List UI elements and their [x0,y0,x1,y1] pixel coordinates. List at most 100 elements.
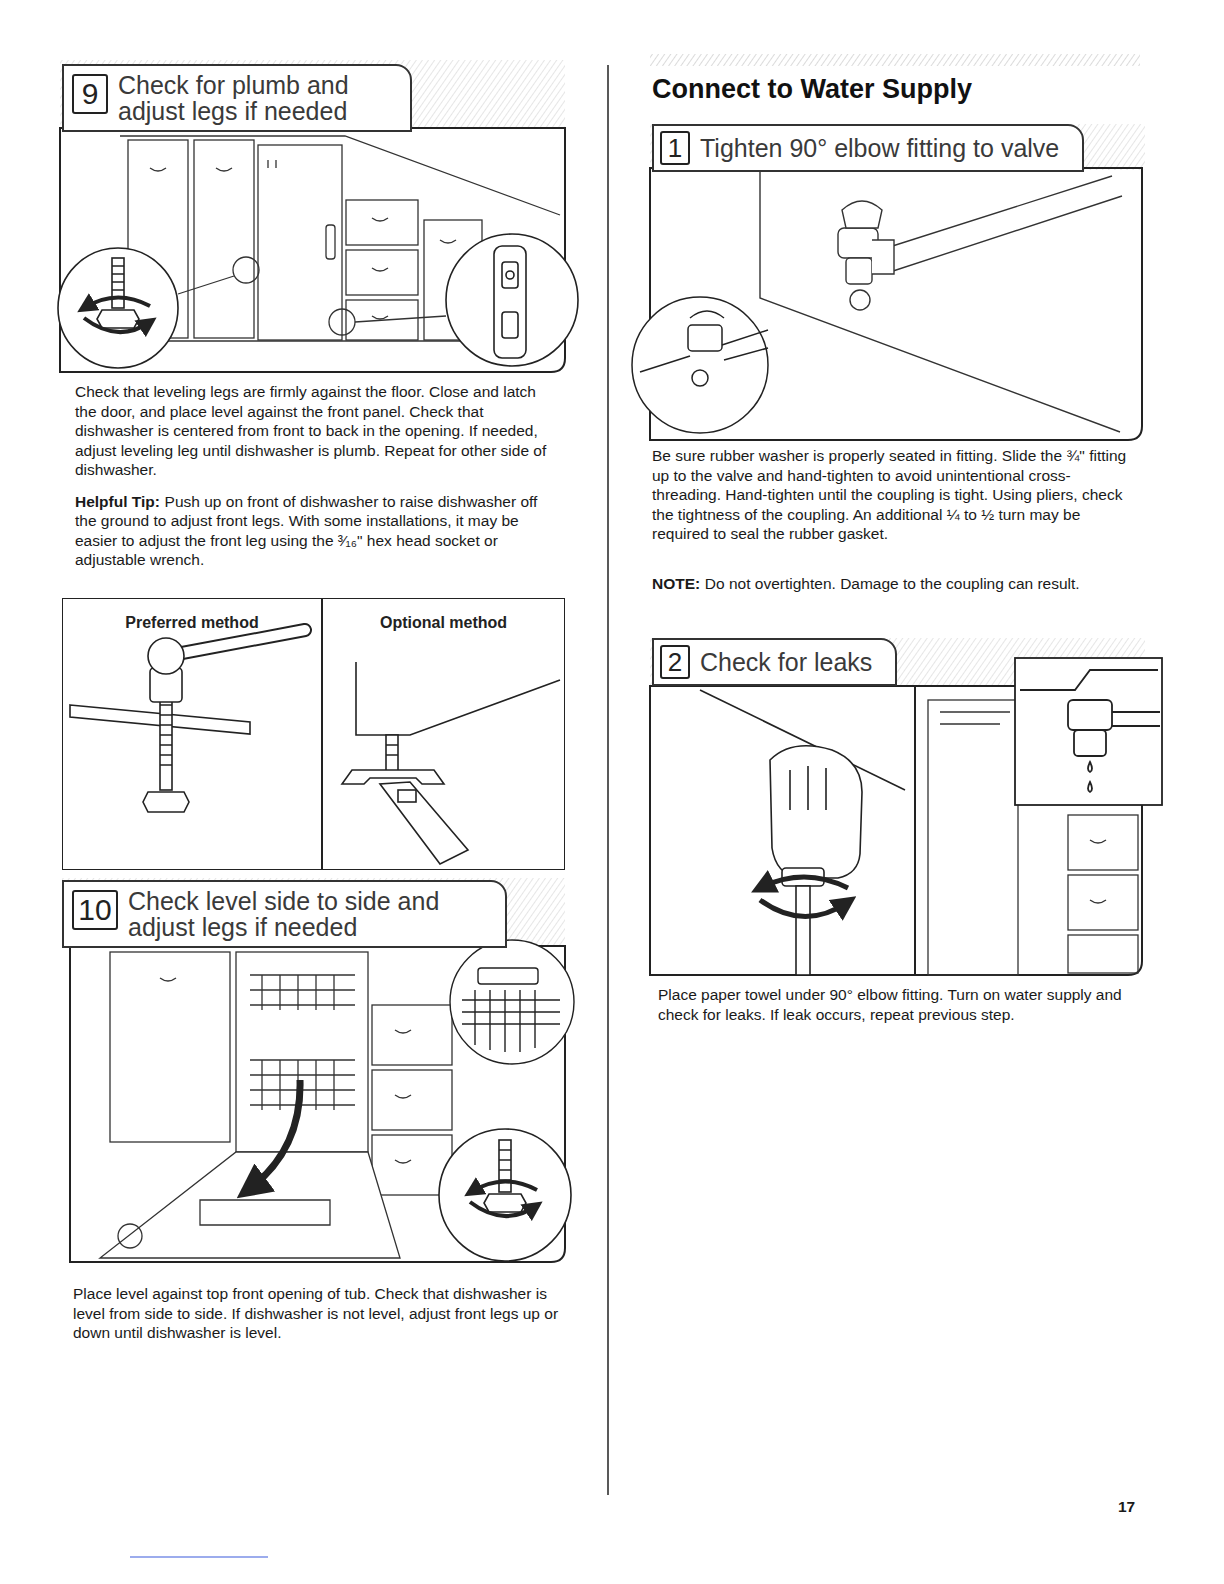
cabinet-illustration [178,276,446,322]
rack-zoom [450,940,574,1064]
ratchet-illustration [166,630,305,656]
dishwasher-side-illustration [1090,840,1106,903]
leveling-leg-zoom [484,1194,526,1212]
wrench-illustration [386,735,398,771]
cabinet-illustration [346,250,418,295]
cabinet-illustration [329,309,355,335]
level-zoom [446,234,578,366]
fitting-zoom [632,297,768,433]
step-title: Check level side to side and adjust legs… [128,888,483,940]
level-zoom [502,262,518,288]
open-dishwasher-illustration [110,952,230,1142]
step-number: 9 [74,76,106,112]
level-zoom [446,234,578,366]
method-panel: Optional method [322,598,565,870]
open-dishwasher-illustration [100,952,452,1258]
step-number: 2 [662,647,688,677]
step-heading: Check level side to side and adjust legs… [62,880,507,948]
step-number: 1 [662,133,688,163]
open-dishwasher-illustration [395,1030,411,1163]
rack-zoom [462,990,560,1052]
rack-zoom [478,968,538,984]
column-divider [607,65,609,1495]
cabinet-illustration [326,225,335,259]
step-number-box: 1 [660,131,690,165]
open-dishwasher-illustration [372,1070,452,1130]
fitting-zoom [692,370,708,386]
leak-inset [1068,700,1112,730]
leveling-leg-zoom [84,297,150,308]
open-dishwasher-illustration [372,1005,452,1065]
hand-valve-illustration [760,900,848,917]
text-paragraph: Be sure rubber washer is properly seated… [652,446,1137,544]
wrench-illustration [386,745,398,755]
level-zoom [506,271,514,279]
step-number-box: 2 [660,645,690,679]
cabinet-illustration [346,200,418,245]
ratchet-illustration [70,630,305,812]
hand-valve-illustration [700,690,905,975]
leveling-leg-zoom [58,248,178,368]
shade-band [60,54,1145,946]
cabinet-illustration [258,145,342,340]
wrench-illustration [398,790,416,802]
fitting-zoom [722,330,768,360]
leak-inset [1015,658,1162,805]
text-paragraph: NOTE:Do not overtighten. Damage to the c… [652,574,1137,594]
fitting-zoom [688,325,722,351]
panel-frame [914,686,916,975]
step-heading: Check for plumb and adjust legs if neede… [62,64,412,132]
step-number: 10 [74,892,116,928]
step-number-box: 10 [72,890,118,930]
open-dishwasher-illustration [236,952,368,1152]
fitting-zoom [632,297,768,433]
leak-inset [1015,658,1162,805]
door-arrow [248,1080,300,1190]
leveling-leg-zoom [470,1202,536,1216]
step-number-box: 9 [72,74,108,114]
valve-illustration [880,176,1122,272]
hand-valve-illustration [770,746,862,878]
leak-inset [1074,730,1106,756]
open-dishwasher-illustration [200,1200,330,1225]
step-title: Check for leaks [700,649,872,675]
step-title: Tighten 90° elbow fitting to valve [700,135,1059,161]
bold-lead: 17 [1118,1498,1135,1515]
fitting-zoom [640,356,690,372]
body-text: Check that leveling legs are firmly agai… [75,383,546,478]
cabinet-illustration [194,140,254,338]
leveling-leg-zoom [97,310,139,328]
leveling-leg-zoom [499,1150,511,1180]
valve-illustration [872,240,894,274]
rack-zoom [450,940,574,1064]
text-paragraph: Check that leveling legs are firmly agai… [75,382,560,480]
leveling-leg-zoom [439,1129,571,1261]
ratchet-illustration [148,638,184,674]
section-title: Connect to Water Supply [652,74,972,105]
ratchet-illustration [143,792,189,812]
footer-rule [130,1556,268,1557]
hand-valve-illustration [790,766,826,810]
footer-rule [130,1556,268,1557]
door-arrow [248,1080,300,1190]
leveling-leg-zoom [499,1140,511,1192]
shade-band [650,54,1140,66]
cabinet-illustration [233,257,259,283]
leveling-leg-zoom [471,1181,537,1192]
bold-lead: Helpful Tip: [75,493,160,510]
hand-valve-illustration [760,877,848,888]
step-heading: Tighten 90° elbow fitting to valve 1 [652,124,1084,172]
leveling-leg-zoom [58,248,178,368]
text-paragraph: Place paper towel under 90° elbow fittin… [658,985,1138,1024]
dishwasher-side-illustration [928,700,1018,975]
method-label: Preferred method [63,599,321,633]
open-dishwasher-illustration [100,1152,400,1258]
ratchet-illustration [160,705,172,765]
body-text: Place paper towel under 90° elbow fittin… [658,986,1122,1023]
text-paragraph: Place level against top front opening of… [73,1284,563,1343]
dishwasher-side-illustration [1068,935,1138,973]
leak-inset [1020,670,1158,690]
valve-illustration [846,258,872,284]
valve-illustration [850,290,870,310]
